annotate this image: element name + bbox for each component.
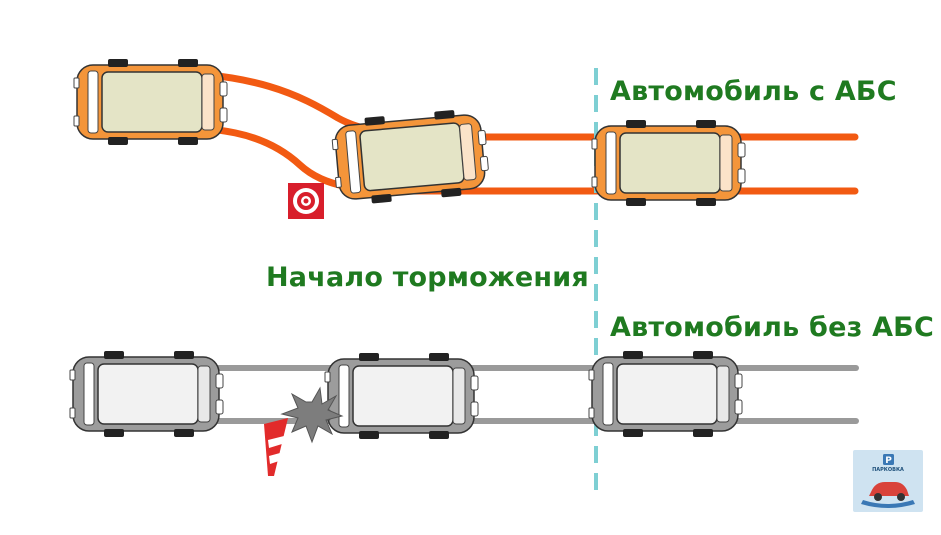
abs-car-1	[73, 58, 228, 146]
traffic-cone-icon	[264, 418, 288, 476]
noabs-car-3	[588, 350, 743, 438]
label-without-abs: Автомобиль без АБС	[610, 312, 934, 343]
noabs-car-1	[69, 350, 224, 438]
target-sign-icon	[288, 183, 324, 219]
parking-logo-icon: P ПАРКОВКА	[853, 450, 923, 512]
label-with-abs: Автомобиль с АБС	[610, 76, 897, 107]
logo-text: ПАРКОВКА	[872, 467, 904, 473]
impact-burst-icon	[280, 386, 344, 444]
logo-graphic: P	[861, 454, 915, 508]
svg-text:P: P	[885, 456, 892, 466]
noabs-car-2	[324, 352, 479, 440]
abs-car-3	[591, 119, 746, 207]
label-braking-start: Начало торможения	[266, 262, 589, 293]
